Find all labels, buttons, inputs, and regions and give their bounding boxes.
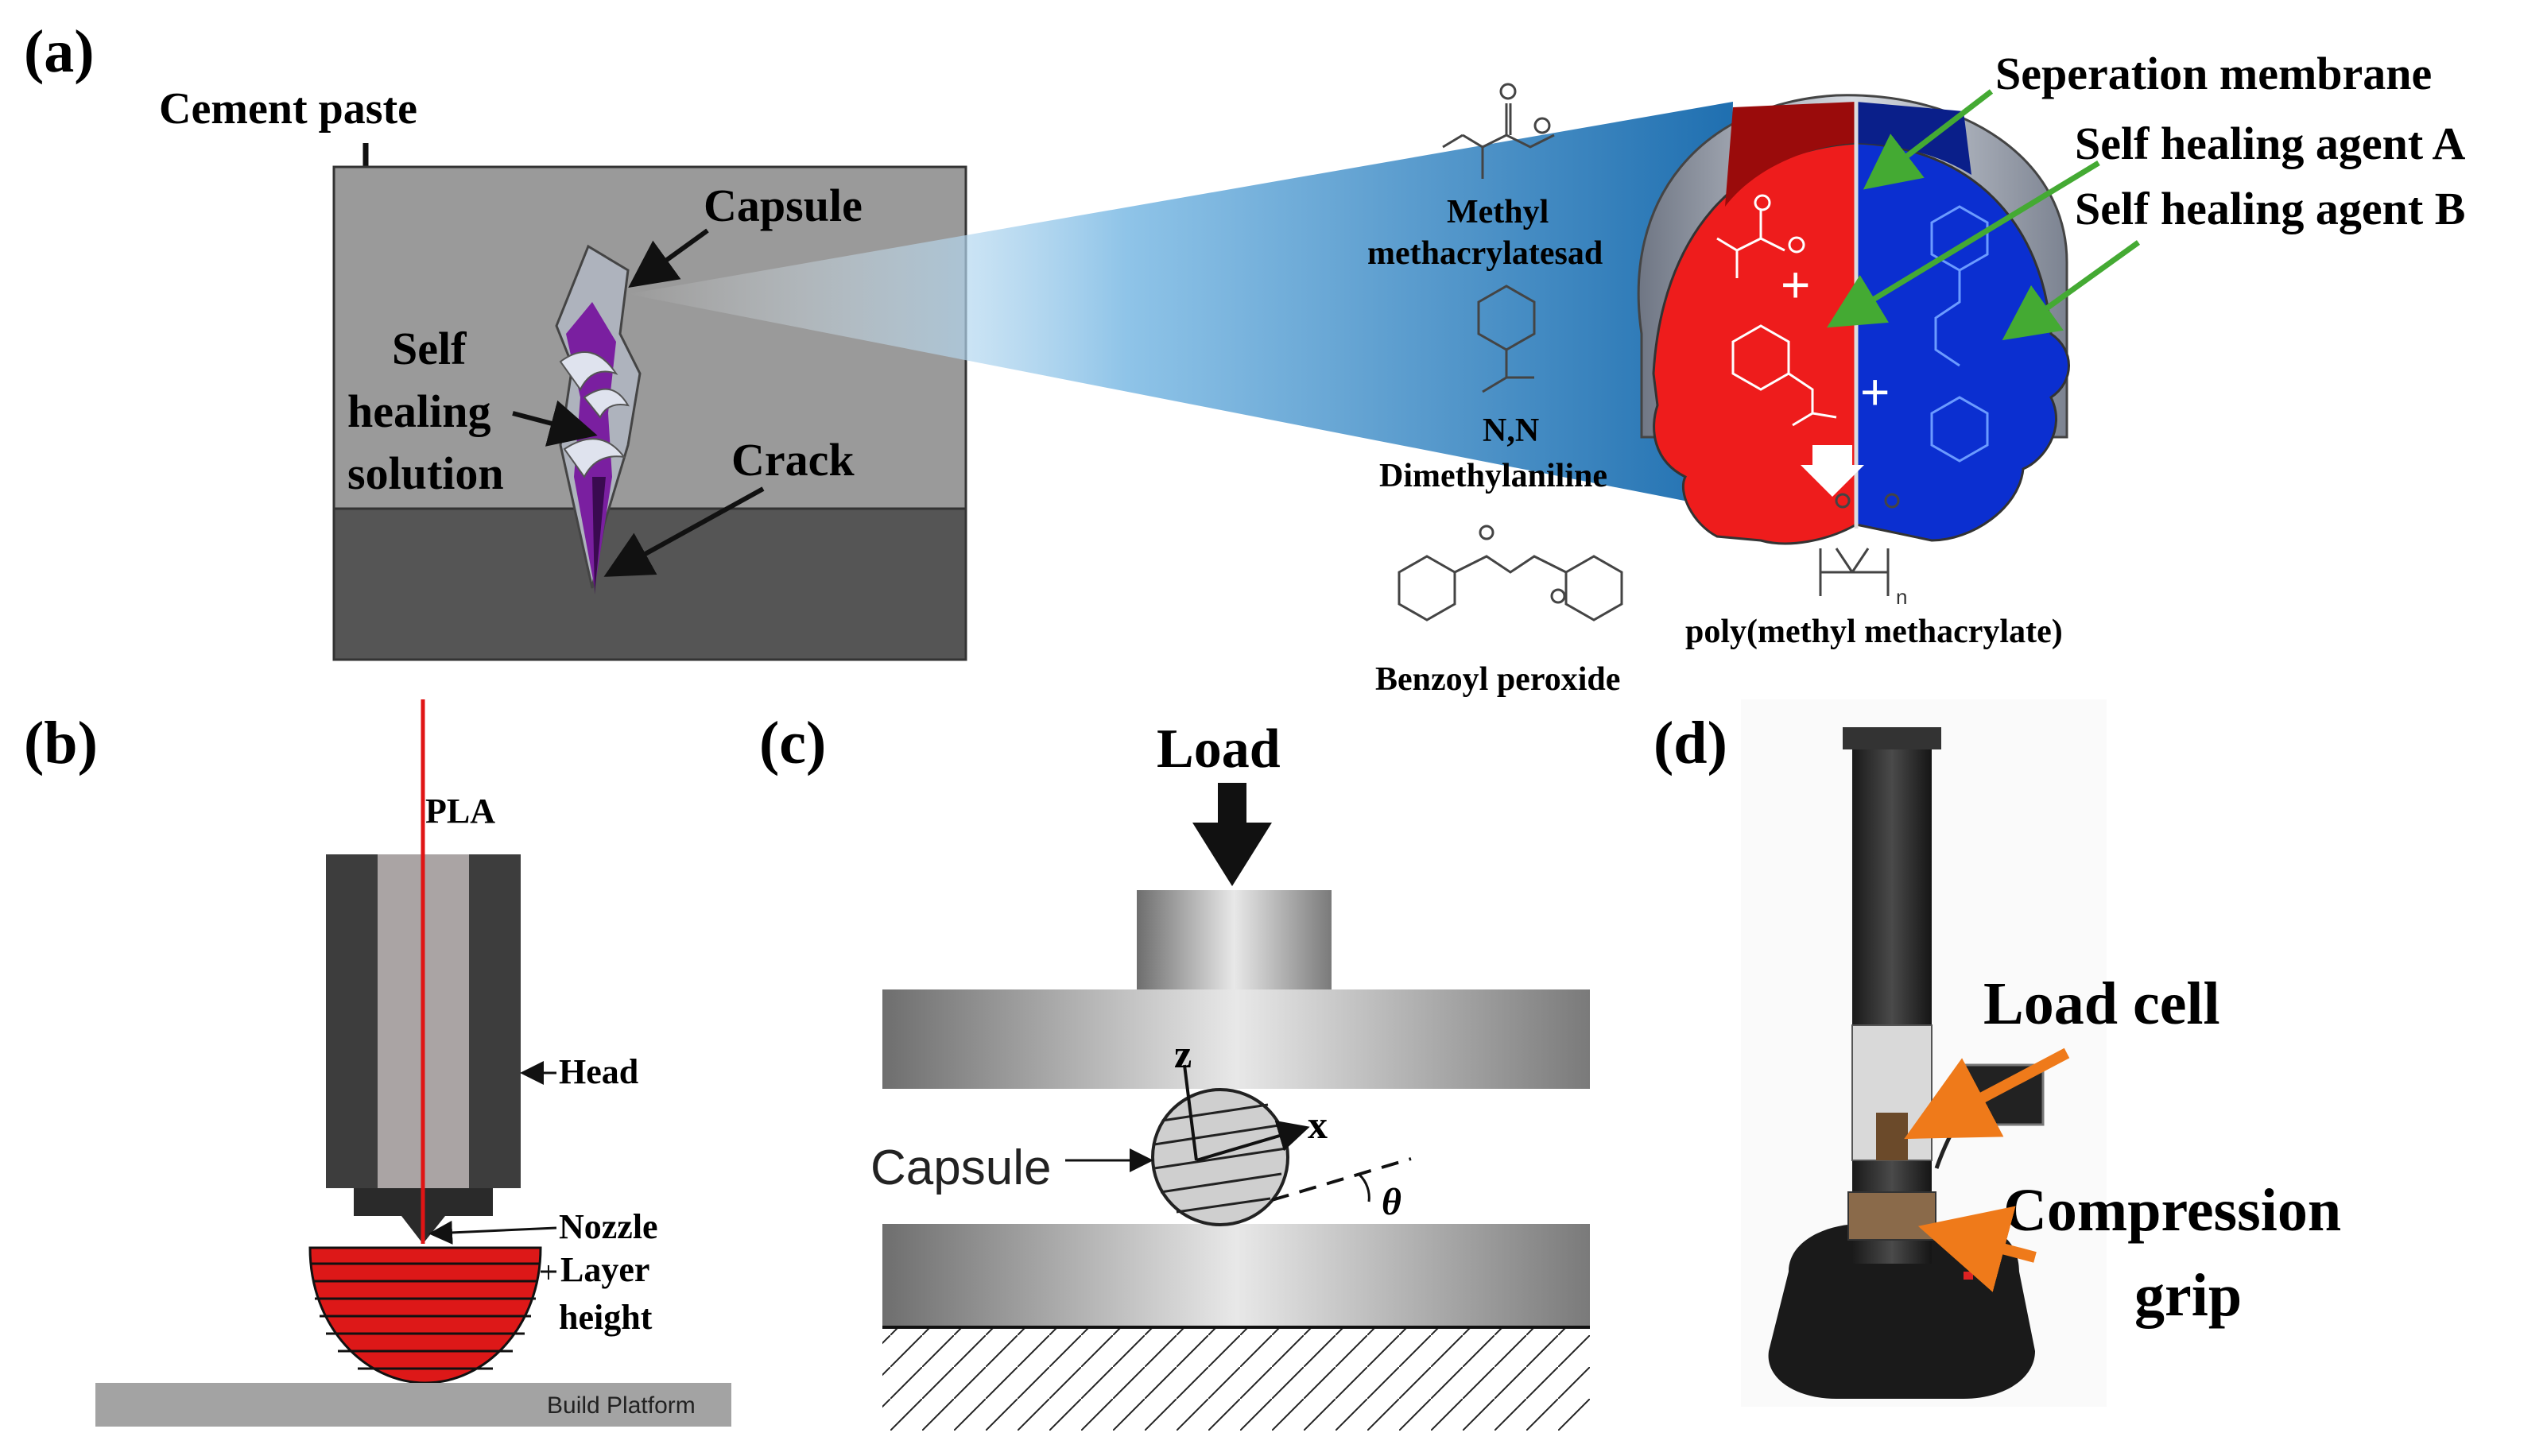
- pla-label: PLA: [425, 792, 495, 831]
- grip-label: grip: [2134, 1262, 2242, 1329]
- agent-a-label: Self healing agent A: [2075, 118, 2466, 169]
- substrate-block: [332, 507, 967, 661]
- nozzle-label: Nozzle: [559, 1207, 658, 1246]
- panel-b: (b) PLA Head Nozzle Layer height Build P…: [24, 699, 731, 1427]
- angle-arc: [1358, 1173, 1370, 1202]
- panel-b-label: (b): [24, 710, 98, 776]
- dma-structure: [1477, 285, 1536, 393]
- panel-c: (c) Load z x θ Capsule: [759, 710, 1590, 1431]
- agent-a-top: [1725, 102, 1856, 207]
- compression-label: Compression: [2003, 1177, 2341, 1244]
- height-label: height: [559, 1298, 653, 1337]
- solution-arrow: [512, 400, 598, 447]
- zoom-beam: [628, 102, 1733, 509]
- nozzle-arrow: [428, 1220, 557, 1245]
- capsule-label-c: Capsule: [870, 1140, 1051, 1195]
- upper-plate: [882, 989, 1590, 1089]
- crack-arrow: [603, 486, 765, 577]
- layer-lines: [312, 1262, 539, 1370]
- panel-d: (d) Load cell Compression grip: [1653, 699, 2341, 1407]
- build-platform: [95, 1383, 731, 1427]
- membrane-arrow: [1863, 89, 1994, 190]
- load-cell-arrow: [1904, 1047, 2070, 1140]
- x-axis: [1196, 1120, 1310, 1162]
- crack-label: Crack: [731, 434, 855, 486]
- load-cell-body: [1876, 1113, 1908, 1160]
- capsule-label: Capsule: [704, 180, 863, 231]
- dma-label-1: N,N: [1483, 412, 1539, 449]
- theta-label: θ: [1382, 1181, 1401, 1223]
- load-arrow-shaft: [1218, 783, 1246, 823]
- mma-structure: [1442, 83, 1555, 179]
- x-axis-label: x: [1308, 1102, 1328, 1147]
- capsule-arrow: [628, 228, 709, 288]
- agent-b-body: [1855, 141, 2070, 542]
- reaction-arrow: [1801, 445, 1864, 497]
- compression-grip-body: [1847, 1191, 1936, 1241]
- agent-b-label: Self healing agent B: [2075, 183, 2465, 234]
- ground-hatch: [882, 1327, 1590, 1431]
- tester-cap: [1843, 727, 1941, 749]
- load-cell-label: Load cell: [1983, 970, 2220, 1037]
- z-axis: [1183, 1064, 1198, 1161]
- build-platform-label: Build Platform: [547, 1392, 696, 1419]
- crack-shape: [592, 477, 606, 594]
- panel-c-label: (c): [759, 710, 826, 776]
- pmma-label: poly(methyl methacrylate): [1685, 614, 2063, 650]
- load-label: Load: [1157, 718, 1281, 780]
- solution-label: solution: [347, 447, 504, 499]
- sphere-structures-b: [1930, 205, 1989, 463]
- sphere-structures-a: [1716, 194, 1837, 427]
- plus-1: +: [1781, 256, 1810, 313]
- loading-block: [1137, 890, 1332, 989]
- panel-a-label: (a): [24, 18, 95, 85]
- capsule-layers: [1153, 1103, 1287, 1214]
- load-arrow-head: [1192, 823, 1272, 886]
- cement-paste-label: Cement paste: [159, 84, 417, 134]
- lower-plate: [882, 1224, 1590, 1327]
- pmma-subscript: n: [1896, 585, 1907, 609]
- agent-b-arrow: [2002, 240, 2141, 341]
- healing-label: healing: [347, 385, 491, 437]
- dma-label-2: Dimethylaniline: [1379, 458, 1607, 494]
- z-axis-label: z: [1174, 1032, 1192, 1076]
- pmma-structure: [1819, 493, 1900, 596]
- agent-a-arrow: [1827, 161, 2100, 328]
- stop-button: [1964, 1272, 1973, 1280]
- bpo-label: Benzoyl peroxide: [1375, 661, 1620, 698]
- agent-a-body: [1652, 141, 1858, 545]
- panel-d-label: (d): [1653, 710, 1727, 776]
- self-label: Self: [392, 323, 467, 374]
- mma-label-1: Methyl: [1447, 194, 1549, 230]
- tester-column: [1852, 739, 1932, 1264]
- seperation-membrane-label: Seperation membrane: [1995, 48, 2432, 99]
- layer-label: Layer: [560, 1250, 649, 1289]
- plus-2: +: [1860, 363, 1890, 420]
- mma-label-2: methacrylatesad: [1367, 235, 1603, 272]
- panel-a: (a) Cement paste Capsule Self healing so…: [24, 18, 2466, 698]
- bpo-structure: [1398, 525, 1623, 622]
- compression-grip-arrow: [1917, 1206, 2037, 1292]
- angle-reference: [1271, 1157, 1412, 1202]
- head-label: Head: [559, 1052, 638, 1091]
